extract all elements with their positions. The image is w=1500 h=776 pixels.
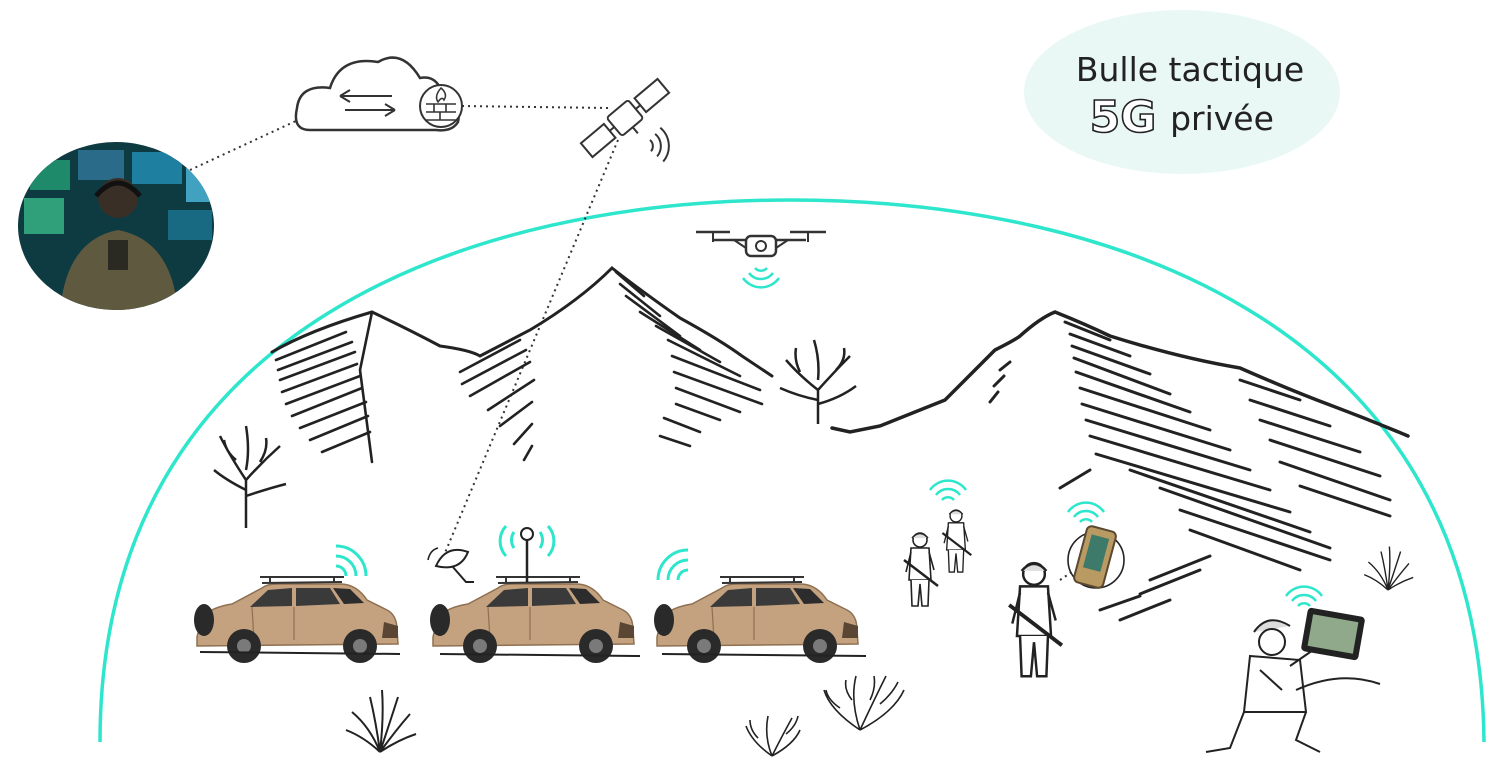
tablet-icon	[1301, 607, 1365, 661]
soldier-1	[902, 531, 940, 608]
vehicle-3-signal-icon	[656, 548, 690, 582]
dead-tree-left	[213, 425, 287, 528]
kneeling-soldier	[1205, 619, 1381, 753]
title-line-2: privée	[1170, 99, 1274, 138]
shrub-2	[745, 715, 801, 757]
title-line-1: Bulle tactique	[1076, 50, 1304, 89]
antenna-icon	[498, 524, 556, 582]
satellite-icon	[579, 77, 671, 159]
title-5g-label: 5G	[1090, 92, 1157, 143]
satellite-dish-icon	[427, 547, 474, 583]
tablet-signal-icon	[1284, 585, 1324, 608]
drone-signal-icon	[741, 266, 781, 289]
drone-icon	[696, 230, 826, 258]
title-bubble: Bulle tactique 5G privée	[1024, 10, 1340, 174]
soldiers-signal-icon	[928, 479, 968, 502]
grass-bush-1	[345, 689, 417, 753]
cloud-icon	[294, 56, 460, 132]
shrub-1	[823, 675, 905, 731]
phone-signal-icon	[1066, 501, 1106, 524]
grass-bush-2	[1363, 545, 1414, 591]
rugged-phone-icon	[1067, 525, 1125, 589]
network-links	[189, 105, 1083, 581]
title-background	[1024, 10, 1340, 174]
ground-lines	[199, 651, 867, 657]
satellite-signal-icon	[649, 126, 670, 163]
vehicle-3	[653, 576, 859, 664]
soldier-2	[941, 508, 973, 574]
dead-tree-middle	[779, 339, 857, 424]
vehicle-1-signal-icon	[334, 544, 368, 578]
soldier-with-phone	[1007, 561, 1064, 679]
vehicle-2	[429, 576, 635, 664]
firewall-icon	[419, 84, 463, 128]
command-center-operator	[18, 142, 214, 310]
vehicle-1	[193, 576, 399, 664]
mountains	[270, 265, 1410, 622]
